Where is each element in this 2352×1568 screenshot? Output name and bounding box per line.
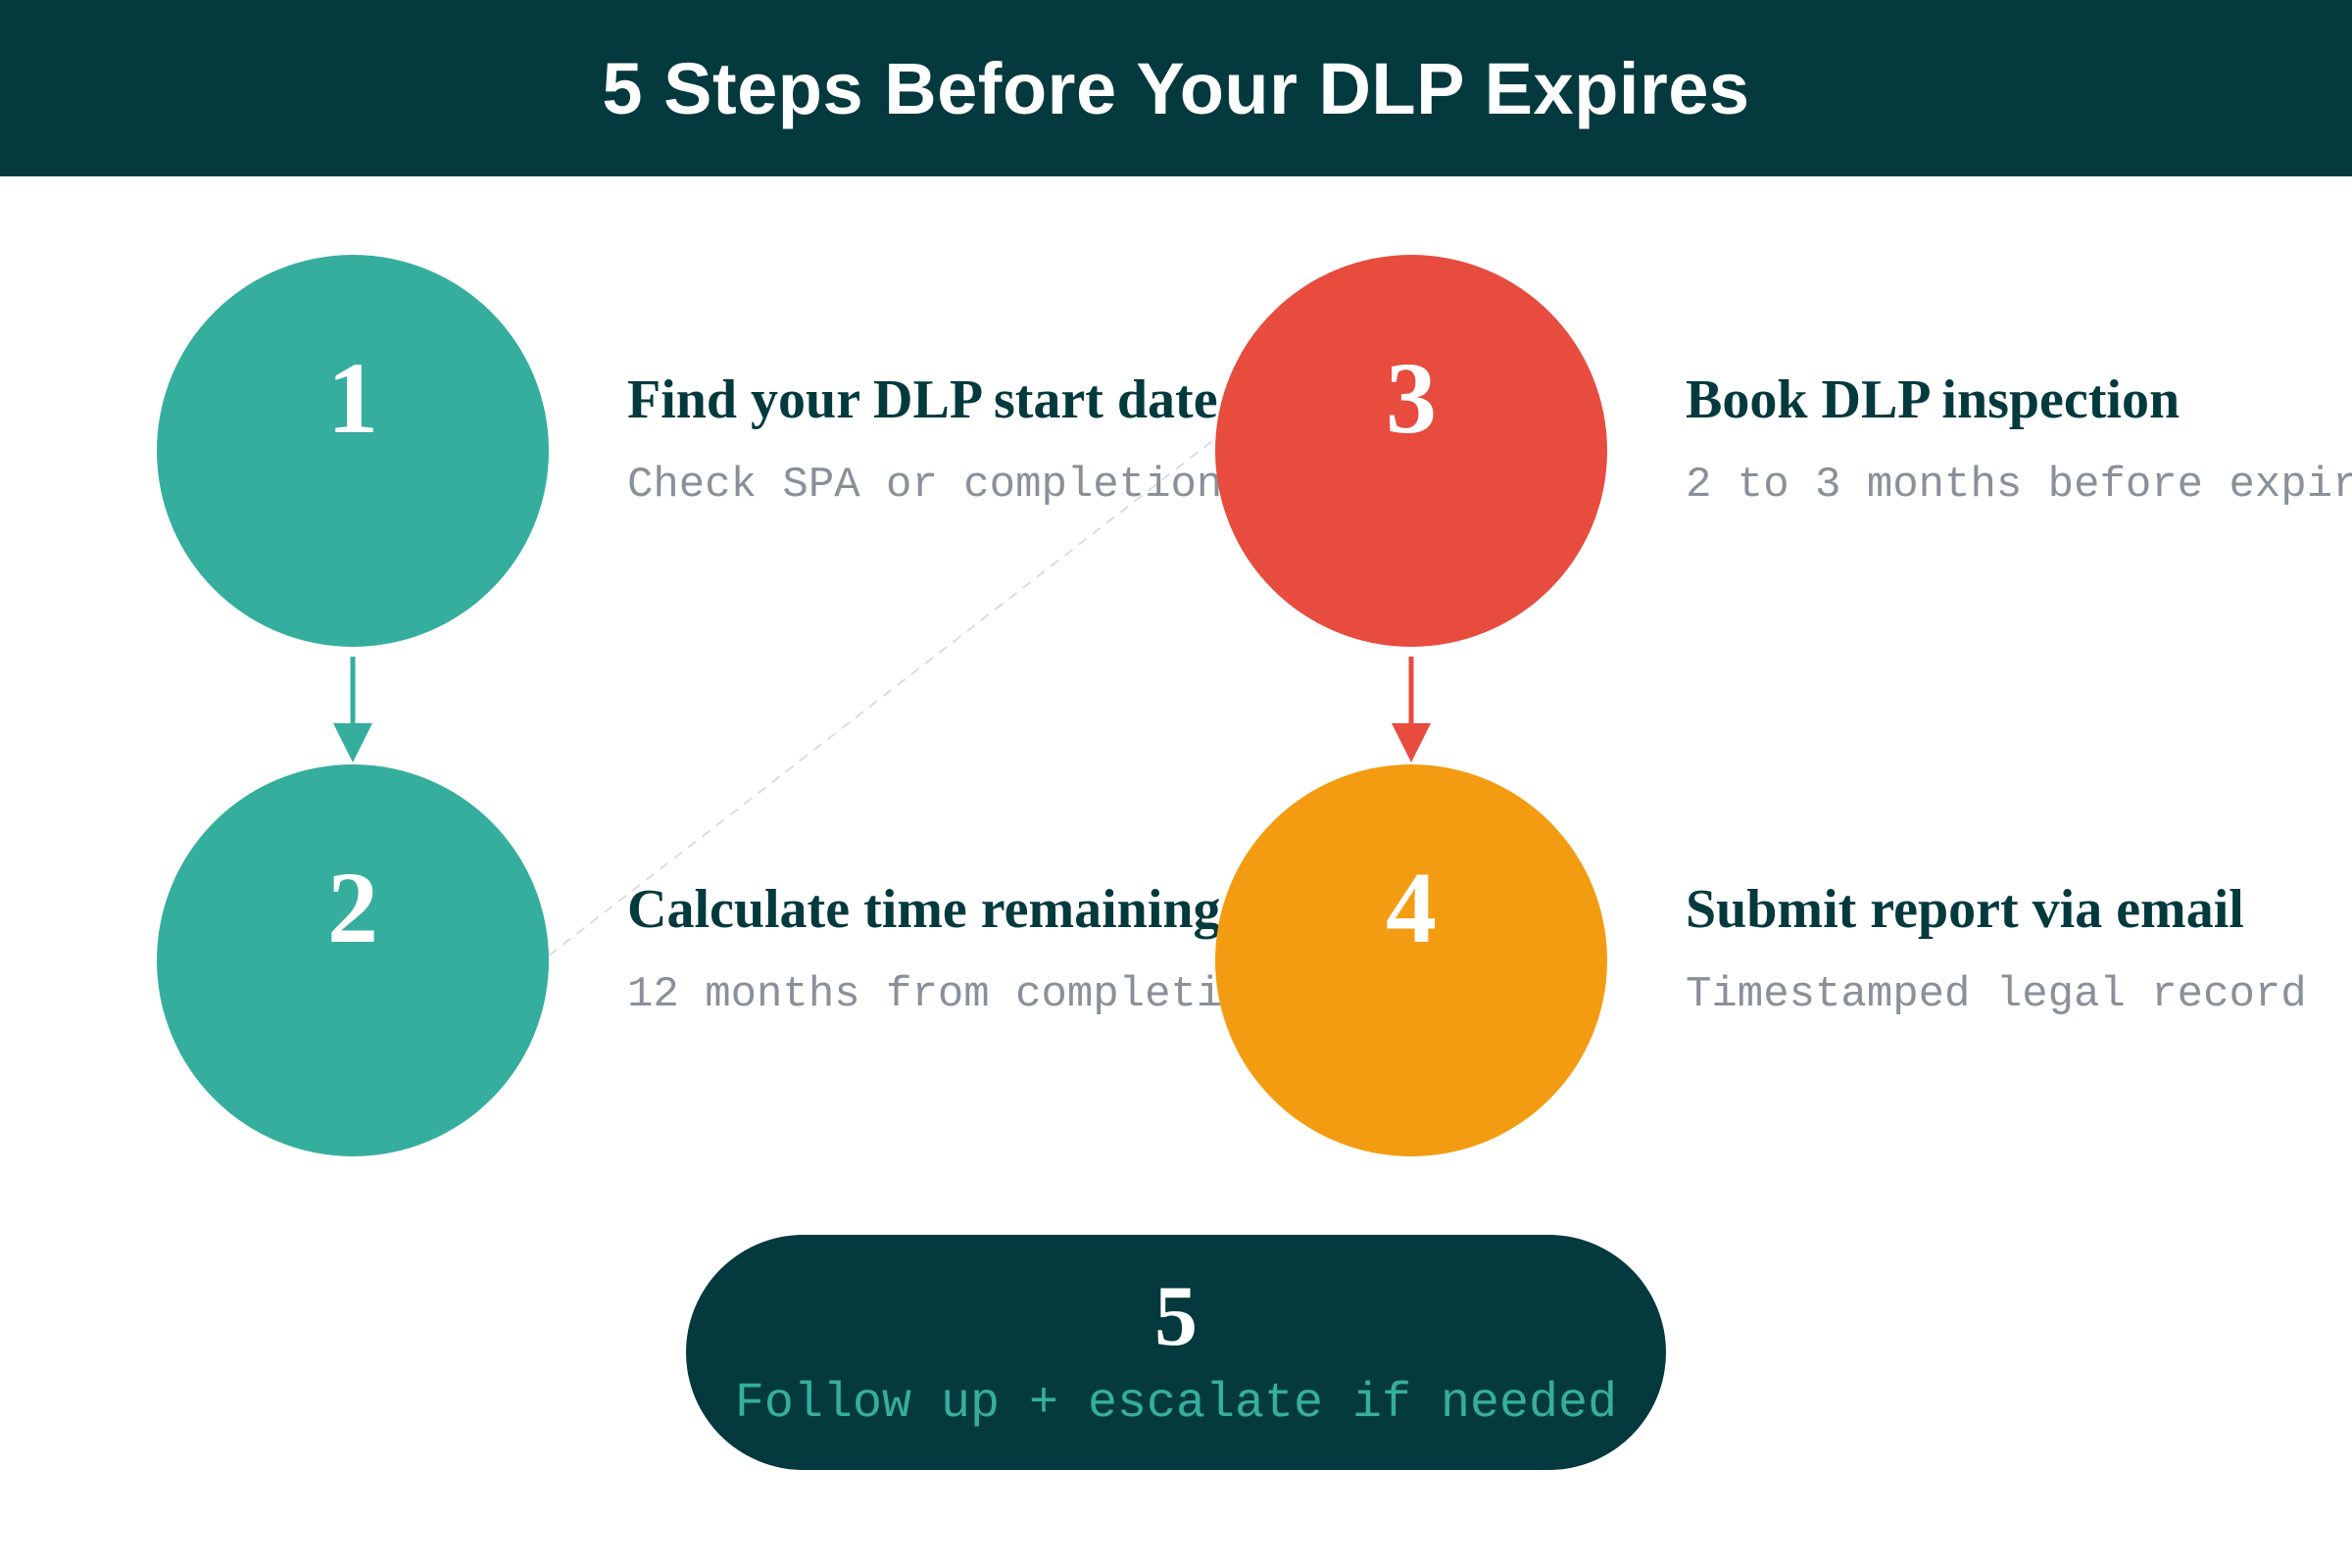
- step-5-description: Follow up + escalate if needed: [734, 1376, 1618, 1432]
- step-2-number: 2: [327, 852, 378, 964]
- page-title: 5 Steps Before Your DLP Expires: [602, 47, 1750, 129]
- step-4-circle: 4: [1215, 764, 1607, 1156]
- step-3-description: 2 to 3 months before expiry: [1686, 461, 2352, 510]
- arrow-1-to-2: [333, 657, 372, 762]
- step-5-number: 5: [1154, 1269, 1198, 1364]
- step-3-number: 3: [1386, 342, 1437, 455]
- header-bar: 5 Steps Before Your DLP Expires: [0, 0, 2352, 176]
- step-2-description: 12 months from completion: [627, 970, 1275, 1019]
- step-4-title: Submit report via email: [1686, 879, 2244, 940]
- step-5-pill: 5 Follow up + escalate if needed: [686, 1235, 1666, 1470]
- step-2-circle: 2: [157, 764, 549, 1156]
- step-1-number: 1: [327, 342, 378, 455]
- dashed-connector: [548, 430, 1226, 956]
- step-3-circle: 3: [1215, 255, 1607, 647]
- step-1-title: Find your DLP start date: [627, 369, 1218, 430]
- step-3-title: Book DLP inspection: [1686, 369, 2180, 430]
- step-4-description: Timestamped legal record: [1686, 970, 2307, 1019]
- arrow-3-to-4: [1392, 657, 1431, 762]
- step-2-title: Calculate time remaining: [627, 879, 1221, 940]
- step-1-circle: 1: [157, 255, 549, 647]
- step-4-number: 4: [1386, 852, 1437, 964]
